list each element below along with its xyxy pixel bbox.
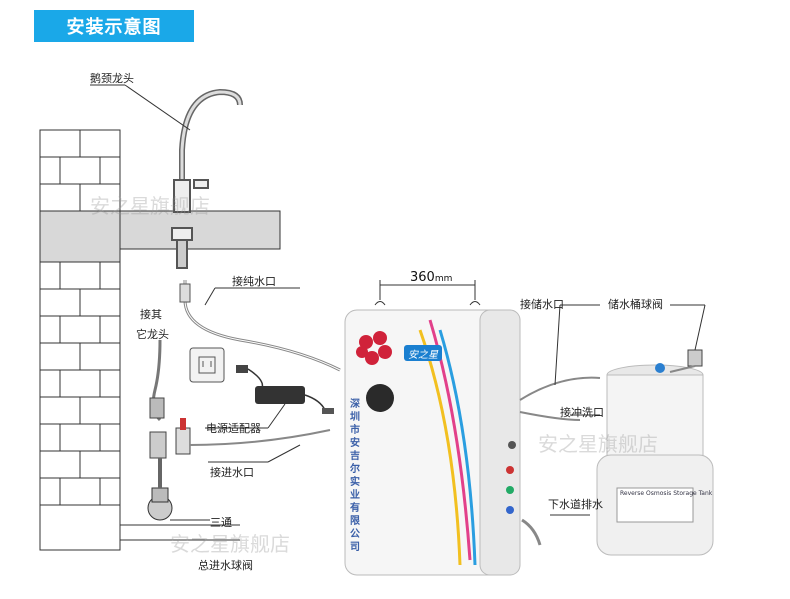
countertop <box>119 210 281 250</box>
dimension-arrow <box>374 280 481 306</box>
storage-pipe <box>519 376 601 401</box>
tank-ball-valve-icon <box>669 349 703 373</box>
watermark: 安之星旗舰店 <box>538 432 658 456</box>
main-inlet-valve-icon <box>147 458 173 521</box>
label-storage-port: 接储水口 <box>520 298 564 311</box>
label-pure-water-port: 接纯水口 <box>232 275 276 288</box>
ro-purifier-device <box>344 309 521 576</box>
brick-wall <box>39 129 121 551</box>
flush-pipe <box>519 411 581 421</box>
label-power-adapter: 电源适配器 <box>206 422 261 435</box>
flower-logo-icon <box>356 331 392 365</box>
label-other-faucet-2: 它龙头 <box>136 328 169 341</box>
device-vertical-text: 深圳市安吉尔实业有限公司 <box>350 399 360 553</box>
dimension-label: 360mm <box>410 270 452 285</box>
power-adapter-icon <box>236 365 334 414</box>
label-tank-ball-valve: 储水桶球阀 <box>608 298 663 311</box>
label-tee: 三通 <box>210 516 232 529</box>
storage-tank <box>596 363 714 556</box>
inlet-valve-icon <box>149 418 191 459</box>
dimension-unit: mm <box>434 274 453 284</box>
inlet-pipe <box>189 429 331 446</box>
gooseneck-faucet-icon <box>171 88 243 269</box>
device-brand-badge: 安之星 <box>404 345 442 361</box>
dimension-value: 360 <box>410 270 435 285</box>
label-faucet: 鹅颈龙头 <box>90 72 134 85</box>
diagram-title: 安装示意图 <box>34 10 194 42</box>
label-flush-port: 接冲洗口 <box>560 406 604 419</box>
watermark: 安之星旗舰店 <box>90 194 210 218</box>
power-socket-icon <box>189 347 225 383</box>
label-other-faucet-1: 接其 <box>140 308 162 321</box>
watermark: 安之星旗舰店 <box>170 532 290 556</box>
label-main-inlet-valve: 总进水球阀 <box>198 559 253 572</box>
tank-label: Reverse Osmosis Storage Tank <box>620 490 713 497</box>
label-drain-port: 下水道排水 <box>548 498 603 511</box>
label-inlet-port: 接进水口 <box>210 466 254 479</box>
drain-pipe <box>521 518 542 546</box>
